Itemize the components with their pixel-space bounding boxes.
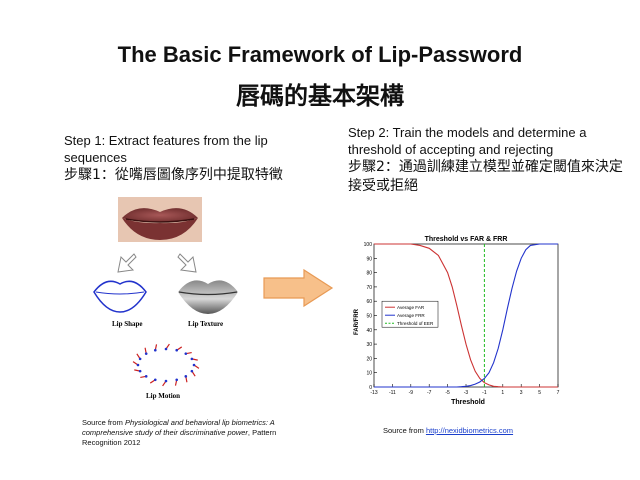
chart-legend: Average FAR Average FRR Threshold of EER: [381, 300, 439, 328]
motion-point: [190, 369, 194, 373]
step1-text: Step 1: Extract features from the lip se…: [64, 132, 334, 185]
source-citation-left: Source from Physiological and behavioral…: [82, 418, 282, 448]
x-tick-label: 5: [538, 390, 541, 396]
motion-point: [175, 348, 179, 352]
y-tick-label: 40: [366, 328, 372, 334]
legend-box: [381, 300, 439, 328]
lip-shape-label: Lip Shape: [112, 320, 143, 328]
motion-point: [164, 379, 168, 383]
x-tick-label: -7: [427, 390, 432, 396]
x-tick-label: 7: [557, 390, 560, 396]
threshold-chart: Threshold vs FAR & FRR 0 10 20 30 40 50 60 70 80…: [354, 236, 560, 406]
x-tick-label: -9: [409, 390, 414, 396]
source-citation-right: Source from http://nexidbiometrics.com: [383, 426, 583, 436]
chart-series: [374, 243, 558, 388]
lip-feature-figure: Lip Shape Lip Texture Lip Motion: [93, 197, 238, 400]
chart-xlabel: Threshold: [451, 399, 485, 406]
step2-text: Step 2: Train the models and determine a…: [348, 124, 623, 196]
motion-point: [190, 357, 194, 361]
chart-ylabel: FAR/FRR: [354, 308, 360, 335]
lip-shape-outline: [93, 280, 147, 313]
y-tick-label: 0: [369, 385, 372, 391]
lip-motion-label: Lip Motion: [146, 392, 180, 400]
y-tick-label: 100: [364, 242, 373, 248]
step2-english: Step 2: Train the models and determine a…: [348, 125, 587, 157]
y-tick-label: 80: [366, 271, 372, 277]
x-tick-label: -3: [464, 390, 469, 396]
chart-title: Threshold vs FAR & FRR: [425, 236, 508, 243]
lip-texture-label: Lip Texture: [188, 320, 223, 328]
slide-title-english: The Basic Framework of Lip-Password: [117, 42, 523, 67]
motion-point: [138, 369, 142, 373]
lip-photo: [118, 197, 202, 242]
source-left-prefix: Source from: [82, 418, 125, 427]
y-tick-label: 70: [366, 285, 372, 291]
y-tick-label: 50: [366, 314, 372, 320]
series-line-frr: [374, 243, 558, 388]
motion-point: [144, 352, 148, 355]
step2-chinese: 步驟2：通過訓練建立模型並確定閾值來決定接受或拒絕: [348, 159, 623, 194]
x-tick-label: 1: [501, 390, 504, 396]
motion-point: [138, 357, 142, 361]
y-tick-label: 90: [366, 256, 372, 262]
slide-title-chinese: 唇碼的基本架構: [236, 82, 404, 110]
x-tick-label: -11: [389, 390, 396, 396]
legend-entry: Average FRR: [397, 313, 425, 318]
lip-texture-image: [178, 280, 238, 314]
x-tick-label: 3: [520, 390, 523, 396]
source-right-link[interactable]: http://nexidbiometrics.com: [425, 426, 514, 435]
x-tick-label: -13: [370, 390, 377, 396]
motion-point: [153, 378, 157, 382]
x-tick-label: -1: [482, 390, 487, 396]
motion-point: [144, 375, 148, 378]
y-tick-label: 30: [366, 342, 372, 348]
motion-point: [175, 378, 179, 382]
motion-point: [184, 375, 188, 378]
y-tick-label: 60: [366, 299, 372, 305]
legend-entry: Threshold of EER: [397, 321, 434, 326]
lip-motion-vectors: [132, 343, 200, 387]
arrow-to-shape-icon: [117, 253, 137, 273]
source-right-prefix: Source from: [383, 426, 426, 435]
process-arrow-icon: [263, 268, 334, 308]
step1-english: Step 1: Extract features from the lip se…: [64, 133, 268, 165]
y-tick-label: 10: [366, 371, 372, 377]
motion-point: [136, 363, 140, 367]
motion-point: [192, 363, 196, 367]
source-left-suffix: , Pattern Recognition 2012: [82, 428, 277, 447]
step1-chinese: 步驟1：從嘴唇圖像序列中提取特徵: [64, 167, 283, 183]
motion-point: [184, 352, 188, 355]
motion-point: [153, 348, 157, 352]
source-left-paper-title: Physiological and behavioral lip biometr…: [82, 418, 275, 437]
y-tick-label: 20: [366, 356, 372, 362]
legend-entry: Average FAR: [397, 305, 425, 310]
x-tick-label: -5: [445, 390, 450, 396]
motion-point: [164, 347, 168, 351]
arrow-to-texture-icon: [177, 253, 197, 273]
